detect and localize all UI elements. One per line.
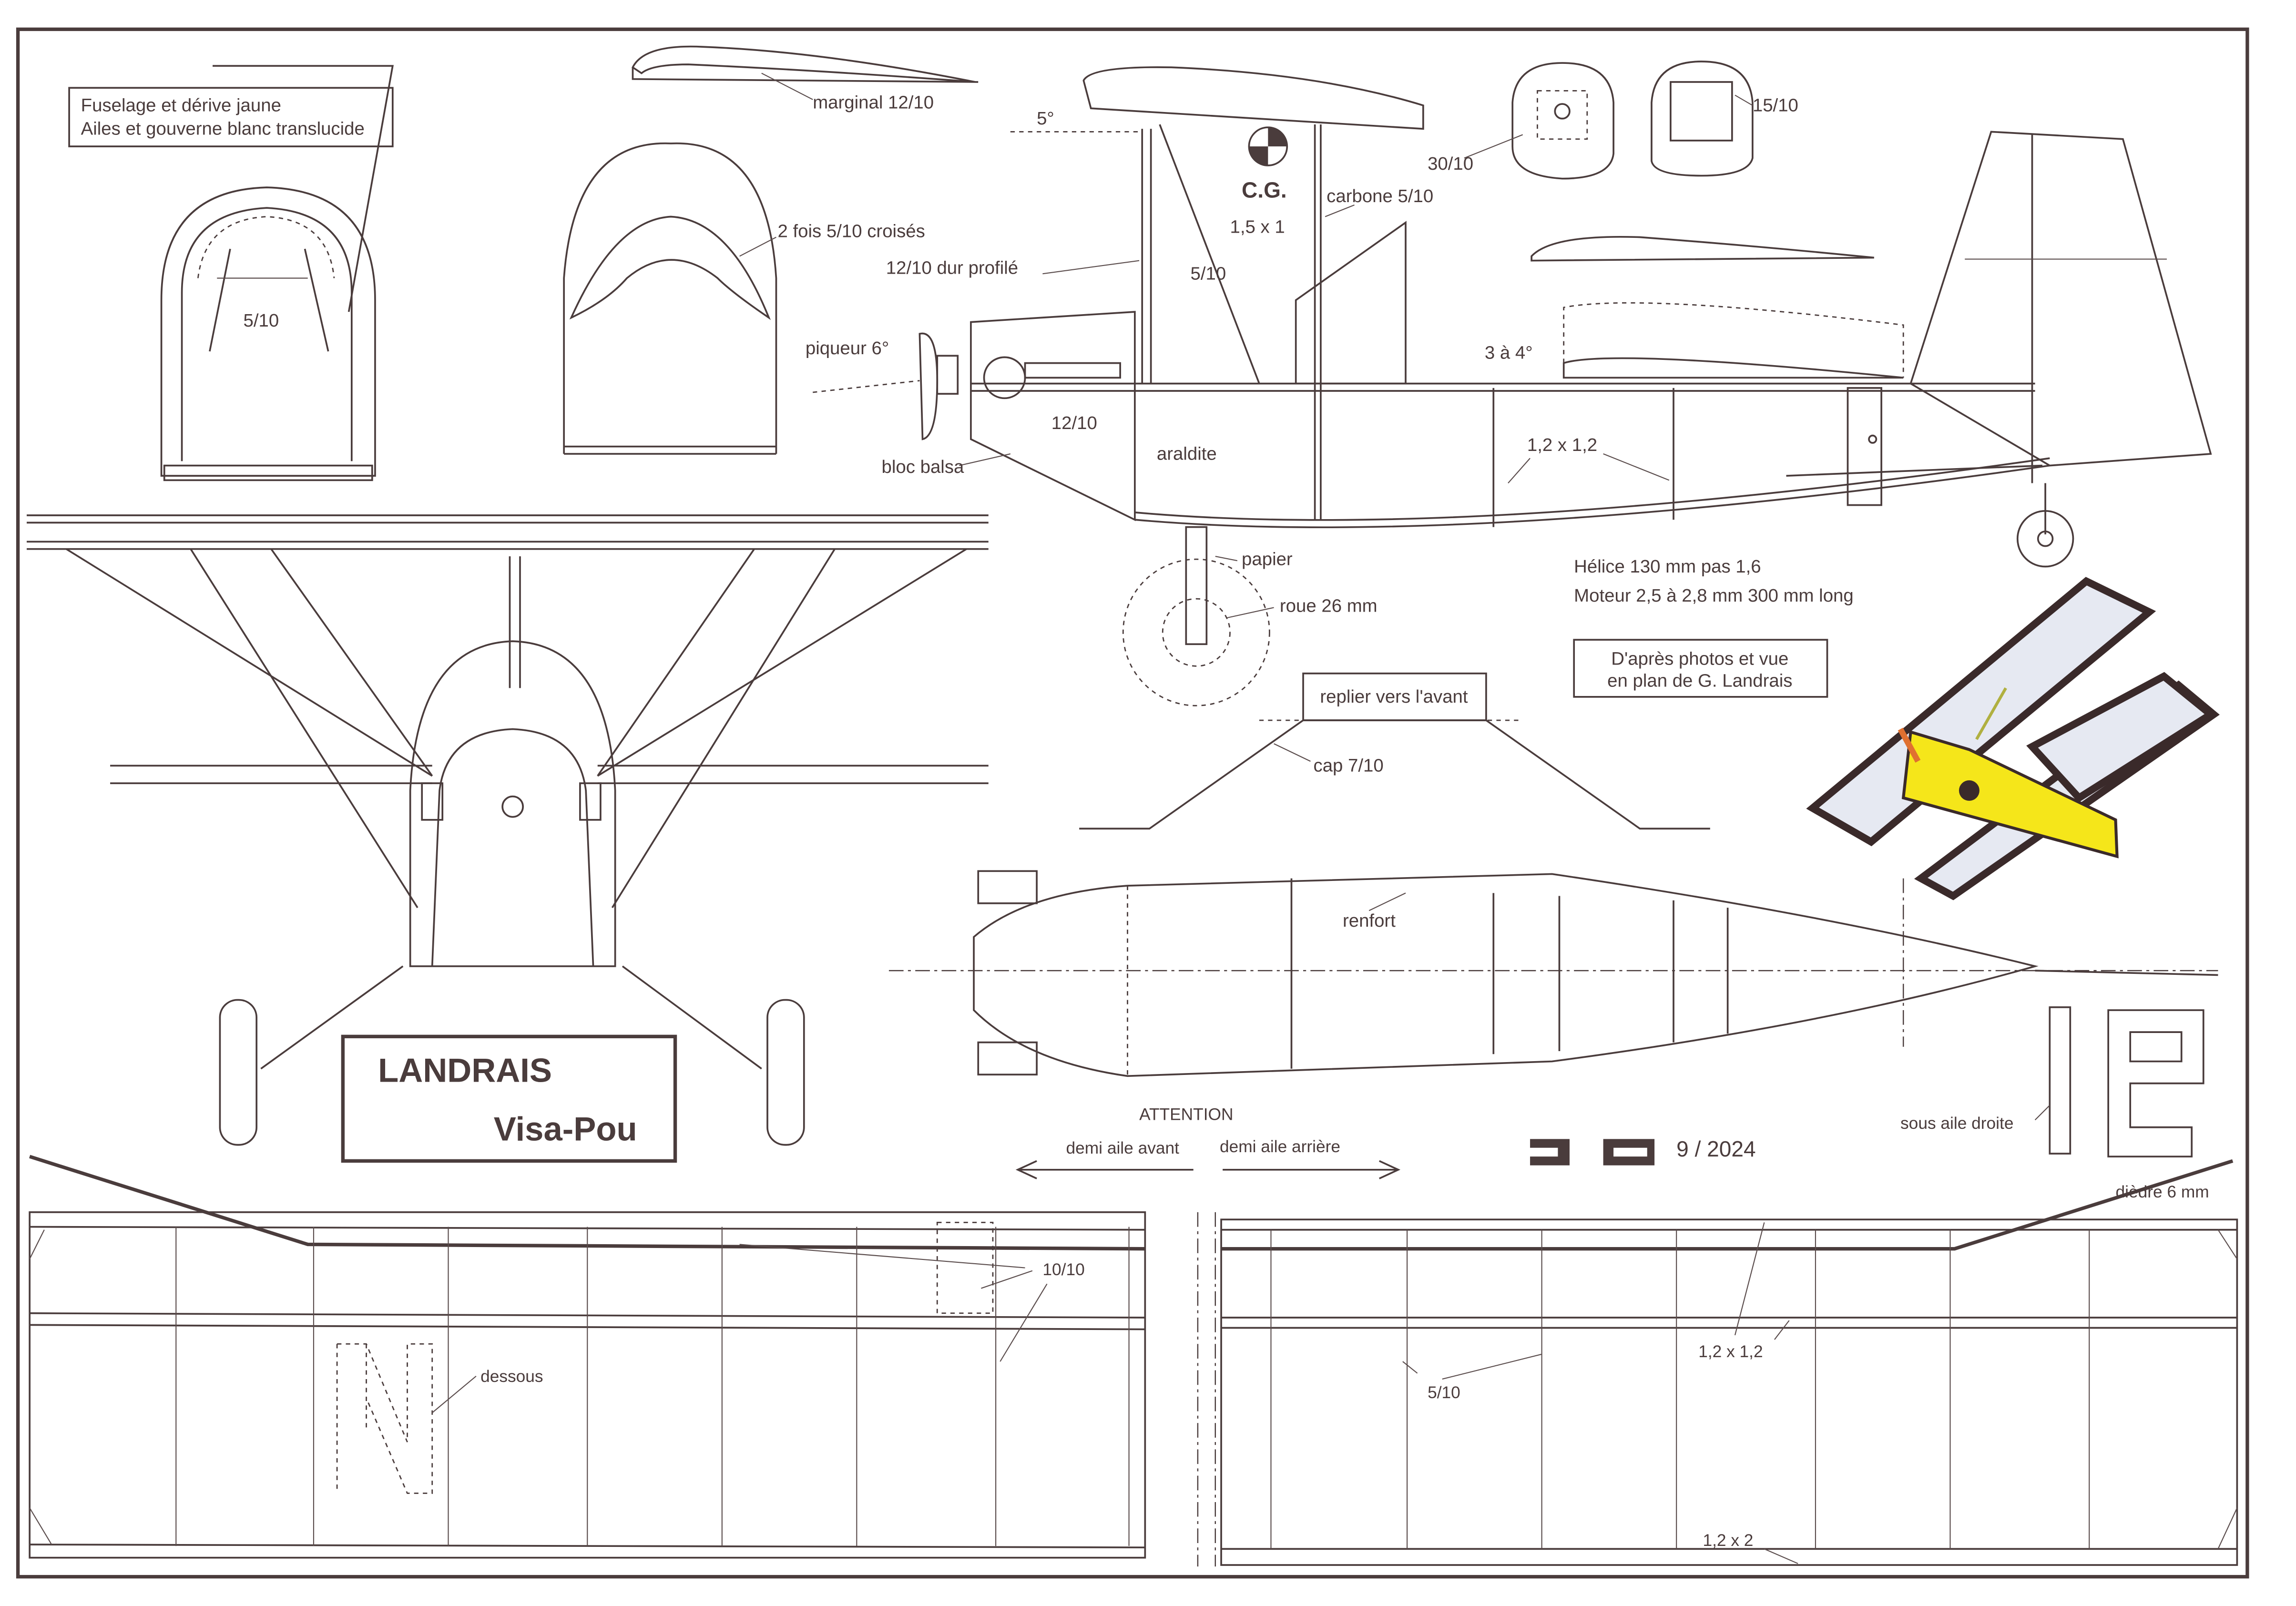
cowl-15-label: 15/10	[1753, 95, 1798, 115]
rear-half-label: demi aile arrière	[1220, 1137, 1340, 1156]
front-half-label: demi aile avant	[1066, 1139, 1180, 1157]
cg-label: C.G.	[1242, 178, 1287, 203]
spec-moteur: Moteur 2,5 à 2,8 mm 300 mm long	[1574, 585, 1854, 606]
croises-label: 2 fois 5/10 croisés	[778, 221, 925, 242]
araldite-label: araldite	[1157, 443, 1217, 464]
fuselage-plan-view: renfort	[888, 870, 2218, 1077]
dihedral-line	[29, 1155, 1145, 1251]
diedre-label: dièdre 6 mm	[2115, 1183, 2209, 1201]
wing-510-label: 5/10	[1428, 1383, 1460, 1402]
wing-1010-label: 10/10	[1042, 1260, 1084, 1279]
cowl-30-label: 30/10	[1428, 153, 1473, 174]
cap-template: replier vers l'avant cap 7/10	[1079, 672, 1710, 830]
dur-profile-label: 12/10 dur profilé	[886, 257, 1018, 278]
angle-5-label: 5°	[1037, 108, 1054, 129]
cowl-30-view	[1511, 62, 1614, 180]
color-illustration	[1806, 577, 2220, 900]
signature-date: 9 / 2024	[1676, 1136, 1755, 1161]
cap-label: cap 7/10	[1314, 755, 1384, 776]
title-box: LANDRAIS Visa-Pou	[341, 1034, 677, 1163]
roue-label: roue 26 mm	[1280, 596, 1378, 616]
papier-label: papier	[1242, 549, 1293, 569]
maker-name: LANDRAIS	[378, 1052, 552, 1089]
model-name: Visa-Pou	[494, 1110, 637, 1147]
cowl-15-view	[1651, 61, 1754, 177]
incidence-label: 3 à 4°	[1485, 342, 1533, 363]
stab-airfoil	[1531, 235, 1874, 262]
marginal-airfoil: marginal 12/10	[632, 45, 979, 113]
side-view: 5° C.G. carbone 5/10 1,5 x 1 5/10 12/10 …	[806, 61, 2212, 706]
wing-12x2-label: 1,2 x 2	[1703, 1531, 1753, 1550]
sous-aile-label: sous aile droite	[1900, 1114, 2013, 1133]
cowl-510-label: 5/10	[244, 310, 279, 331]
sheet-border	[16, 27, 2249, 1579]
cowl-front-view: 5/10	[160, 186, 376, 481]
registration-marking: sous aile droite	[1900, 1006, 2204, 1158]
marginal-label: marginal 12/10	[813, 92, 934, 113]
front-view	[27, 541, 989, 1146]
carbone-label: carbone 5/10	[1327, 186, 1433, 206]
notes-box: Fuselage et dérive jaune Ailes et gouver…	[68, 65, 394, 312]
credit-line-2: en plan de G. Landrais	[1607, 670, 1792, 691]
notes-line-2: Ailes et gouverne blanc translucide	[81, 119, 365, 139]
longeron-label: 1,2 x 1,2	[1527, 435, 1597, 455]
side-510-label: 5/10	[1191, 264, 1226, 284]
wing-notice: ATTENTION demi aile avant demi aile arri…	[1015, 1105, 1401, 1179]
bloc-balsa-label: bloc balsa	[882, 457, 964, 477]
fold-label: replier vers l'avant	[1320, 686, 1468, 707]
piqueur-label: piqueur 6°	[806, 338, 889, 358]
strut-label: 1,5 x 1	[1230, 216, 1285, 237]
spec-helice: Hélice 130 mm pas 1,6	[1574, 556, 1761, 577]
wing-plan-view: dessous 10/10 5/10 1,2 x 1,2 1,2 x 2	[29, 1211, 2238, 1567]
signature: 9 / 2024	[1530, 1136, 1756, 1166]
wing-12x12-label: 1,2 x 1,2	[1698, 1342, 1763, 1361]
attention-label: ATTENTION	[1139, 1105, 1233, 1124]
notes-line-1: Fuselage et dérive jaune	[81, 95, 281, 115]
cowl-section: 2 fois 5/10 croisés	[563, 142, 925, 455]
nose-1210-label: 12/10	[1051, 413, 1097, 433]
credit-line-1: D'après photos et vue	[1611, 648, 1788, 669]
dessous-label: dessous	[480, 1367, 543, 1386]
renfort-label: renfort	[1343, 910, 1396, 931]
credit-box: D'après photos et vue en plan de G. Land…	[1573, 639, 1828, 698]
